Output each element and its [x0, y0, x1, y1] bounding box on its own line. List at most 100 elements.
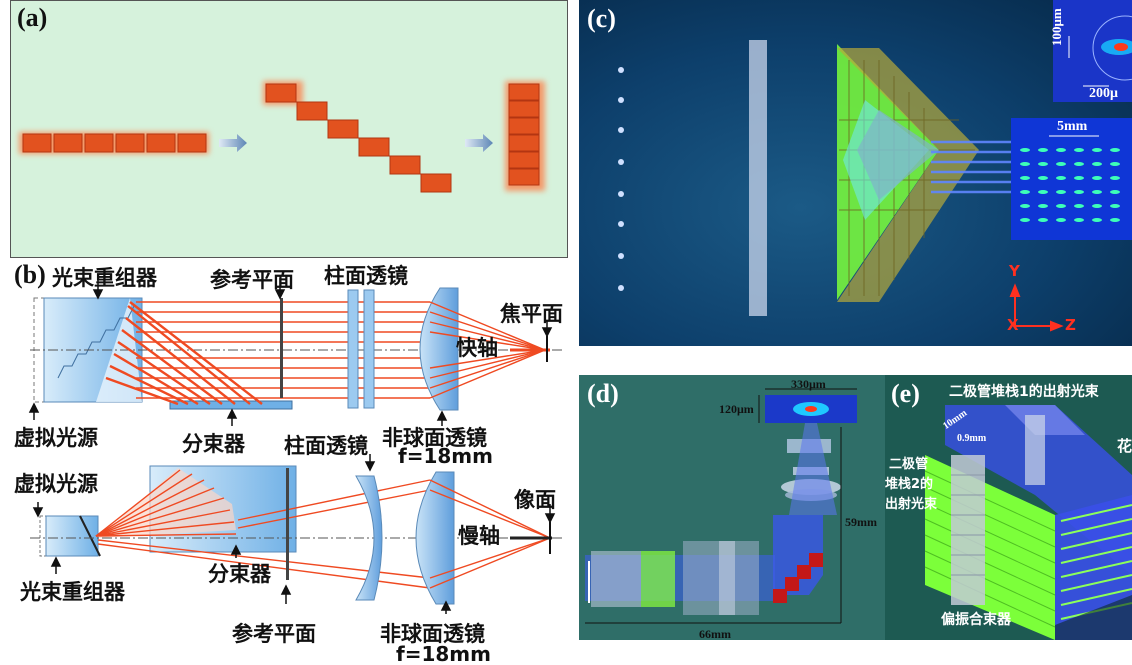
- pbs-label: 偏振合束器: [941, 612, 1011, 628]
- inset-scale-vertical: 100μm: [1049, 8, 1064, 46]
- array-dot: [1056, 204, 1066, 208]
- array-dot: [1020, 148, 1030, 152]
- panel-e-label: (e): [891, 379, 920, 408]
- aspheric-lens: [415, 471, 455, 605]
- label-virtual-source-bottom: 虚拟光源: [14, 472, 98, 496]
- polarization-combining-render: [924, 405, 1132, 640]
- array-dot: [1056, 218, 1066, 222]
- label-virtual-source-top: 虚拟光源: [14, 426, 98, 450]
- optical-layout-diagram: [28, 276, 565, 614]
- array-dot: [1092, 190, 1102, 194]
- panel-c: (c) 100μm 200μ 5mm Y Z X: [579, 0, 1132, 346]
- stack1-beam-label: 二极管堆栈1的出射光束: [949, 384, 1099, 400]
- panel-a-label: (a): [17, 3, 48, 32]
- array-dot: [1110, 190, 1120, 194]
- label-slow-axis: 慢轴: [458, 524, 500, 548]
- axis-z-label: Z: [1065, 316, 1076, 334]
- arrow-right-icon: [219, 134, 247, 152]
- emitter-staircase: [263, 81, 452, 193]
- label-focal-length-top: f=18mm: [398, 444, 493, 468]
- array-dot: [1020, 204, 1030, 208]
- array-dot: [1074, 204, 1084, 208]
- array-dot: [1092, 218, 1102, 222]
- label-aspheric-lens-top: 非球面透镜: [382, 426, 487, 450]
- array-dot: [1110, 148, 1120, 152]
- array-dot: [1038, 162, 1048, 166]
- cylindrical-lens: [355, 475, 383, 601]
- label-cylindrical-lens-bottom: 柱面透镜: [284, 434, 368, 458]
- array-dot: [1038, 176, 1048, 180]
- label-reference-plane-bottom: 参考平面: [232, 622, 316, 646]
- array-dot: [1074, 148, 1084, 152]
- emitter: [146, 133, 176, 153]
- label-focal-plane: 焦平面: [500, 302, 563, 326]
- reference-plane: [280, 298, 283, 398]
- label-cylindrical-lens-top: 柱面透镜: [324, 264, 408, 288]
- panel-a: (a): [10, 0, 568, 258]
- array-dot: [1110, 176, 1120, 180]
- beam-shaping-3d-render: [618, 0, 1132, 332]
- length-dimension-label: 66mm: [699, 627, 731, 640]
- stack2-beam-label-line2: 堆栈2的: [885, 477, 934, 492]
- spot-width-label: 330μm: [791, 377, 826, 391]
- label-beam-reorganizer-top: 光束重组器: [52, 266, 157, 290]
- label-fast-axis: 快轴: [456, 336, 498, 360]
- prototype-layout-render: [585, 388, 857, 624]
- array-dot: [1110, 162, 1120, 166]
- emitter: [84, 133, 114, 153]
- cut-off-label: 花: [1117, 437, 1132, 455]
- panel-d-label: (d): [587, 379, 619, 408]
- emitter-rearrangement-diagram: [19, 81, 545, 193]
- axis-x-label: X: [1007, 316, 1019, 334]
- arrow-right-icon: [465, 134, 493, 152]
- array-dot: [1020, 162, 1030, 166]
- laser-beams: [619, 68, 849, 290]
- label-splitter-bottom: 分束器: [208, 562, 271, 586]
- stack2-beam-label-line3: 出射光束: [885, 497, 938, 512]
- label-aspheric-lens-bottom: 非球面透镜: [380, 622, 485, 646]
- array-dot: [1038, 218, 1048, 222]
- array-dot: [1110, 218, 1120, 222]
- emitter: [177, 133, 207, 153]
- inset-scale-horizontal: 200μ: [1089, 86, 1118, 101]
- array-dot: [1074, 162, 1084, 166]
- axis-gizmo: [1009, 283, 1064, 332]
- label-focal-length-bottom: f=18mm: [396, 642, 491, 665]
- array-dot: [1056, 162, 1066, 166]
- dot-array-scale: 5mm: [1057, 119, 1088, 134]
- height-dimension-label: 59mm: [845, 515, 877, 529]
- fast-axis-layout: [28, 276, 565, 426]
- stack2-beam-label-line1: 二极管: [889, 457, 929, 472]
- emitter: [22, 133, 52, 153]
- spot-height-label: 120μm: [719, 402, 754, 416]
- array-dot: [1074, 190, 1084, 194]
- label-beam-reorganizer-bottom: 光束重组器: [20, 580, 125, 604]
- emitter: [53, 133, 83, 153]
- array-dot: [1092, 204, 1102, 208]
- label-splitter-top: 分束器: [182, 432, 245, 456]
- array-dot: [1056, 176, 1066, 180]
- array-dot: [1074, 176, 1084, 180]
- cylindrical-lens: [347, 289, 359, 409]
- array-dot: [1020, 218, 1030, 222]
- array-dot: [1074, 218, 1084, 222]
- array-dot: [1020, 190, 1030, 194]
- array-dot: [1110, 204, 1120, 208]
- slow-axis-layout: [30, 454, 565, 614]
- prism-mesh: [837, 48, 979, 302]
- array-dot: [1056, 190, 1066, 194]
- dimension-0-9mm: 0.9mm: [957, 433, 987, 444]
- panel-c-label: (c): [587, 4, 616, 33]
- emitter-row: [19, 132, 209, 154]
- panel-b-label: (b): [14, 260, 46, 289]
- array-dot: [1092, 176, 1102, 180]
- panel-e: (e) 二极管堆栈1的出射光束 二极管 堆栈2的 出射光束 10mm 0.9mm…: [885, 375, 1132, 640]
- array-dot: [1020, 176, 1030, 180]
- label-reference-plane-top: 参考平面: [210, 268, 294, 292]
- array-dot: [1092, 162, 1102, 166]
- array-dot: [1038, 148, 1048, 152]
- array-dot: [1038, 190, 1048, 194]
- emitter: [115, 133, 145, 153]
- lens-plate: [749, 40, 767, 316]
